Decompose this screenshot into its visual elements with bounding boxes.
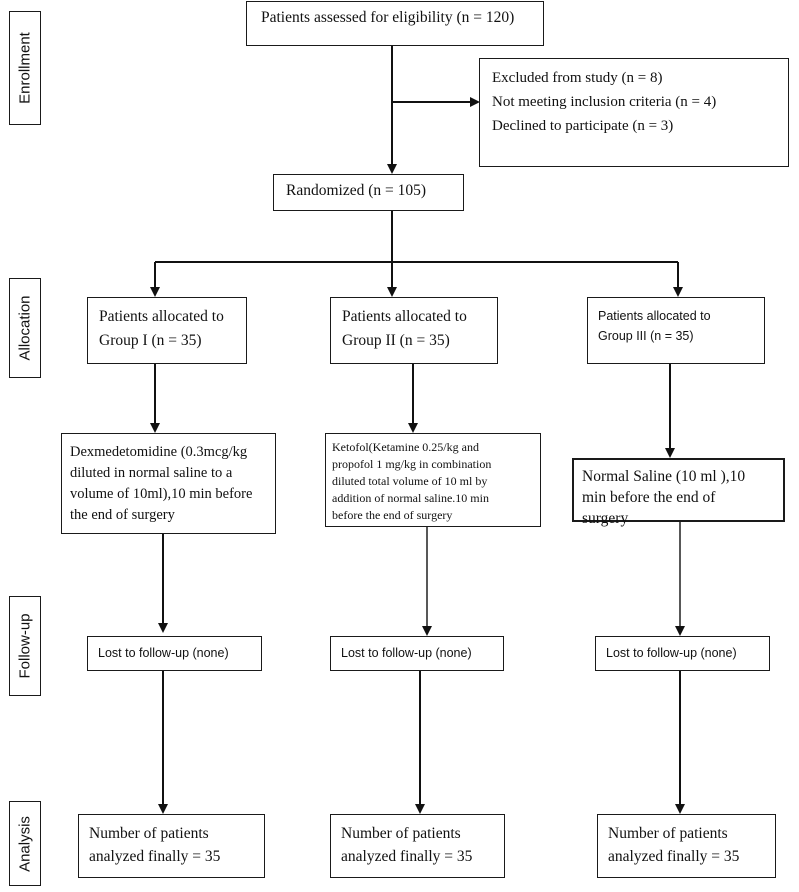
- group2-allocated-box: Patients allocated to Group II (n = 35): [330, 297, 498, 364]
- group2-intervention-box: Ketofol(Ketamine 0.25/kg and propofol 1 …: [325, 433, 541, 527]
- stage-analysis-label: Analysis: [16, 815, 34, 872]
- assessed-box: Patients assessed for eligibility (n = 1…: [246, 1, 544, 46]
- group1-allocated-line1: Patients allocated to: [99, 308, 224, 325]
- group3-lost-text: Lost to follow-up (none): [606, 646, 737, 660]
- group2-analyzed-box: Number of patients analyzed finally = 35: [330, 814, 505, 878]
- group3-analyzed-line2: analyzed finally = 35: [608, 848, 740, 865]
- group1-intervention-line2: diluted in normal saline to a: [70, 465, 233, 481]
- group1-intervention-line1: Dexmedetomidine (0.3mcg/kg: [70, 444, 248, 460]
- group2-analyzed-line1: Number of patients: [341, 825, 461, 842]
- group1-intervention-box: Dexmedetomidine (0.3mcg/kg diluted in no…: [61, 433, 276, 534]
- group3-allocated-line1: Patients allocated to: [598, 309, 711, 323]
- group1-intervention-line3: volume of 10ml),10 min before: [70, 486, 253, 502]
- group1-analyzed-line2: analyzed finally = 35: [89, 848, 221, 865]
- group3-intervention-line1: Normal Saline (10 ml ),10: [582, 468, 746, 485]
- group2-intervention-line4: addition of normal saline.10 min: [332, 491, 489, 505]
- stage-follow-up: Follow-up: [9, 596, 41, 696]
- stage-allocation: Allocation: [9, 278, 41, 378]
- excluded-total: Excluded from study (n = 8): [492, 70, 663, 86]
- group3-analyzed-box: Number of patients analyzed finally = 35: [597, 814, 776, 878]
- group2-allocated-line2: Group II (n = 35): [342, 332, 450, 349]
- group2-lost-box: Lost to follow-up (none): [330, 636, 504, 671]
- group2-allocated-line1: Patients allocated to: [342, 308, 467, 325]
- stage-enrollment-label: Enrollment: [16, 32, 34, 104]
- group2-analyzed-line2: analyzed finally = 35: [341, 848, 473, 865]
- group3-allocated-box: Patients allocated to Group III (n = 35): [587, 297, 765, 364]
- excluded-box: Excluded from study (n = 8) Not meeting …: [479, 58, 789, 167]
- stage-analysis: Analysis: [9, 801, 41, 886]
- randomized-text: Randomized (n = 105): [286, 182, 427, 199]
- group2-intervention-line5: before the end of surgery: [332, 508, 453, 522]
- assessed-text: Patients assessed for eligibility (n = 1…: [261, 9, 515, 26]
- group2-intervention-line2: propofol 1 mg/kg in combination: [332, 457, 492, 471]
- group1-lost-text: Lost to follow-up (none): [98, 646, 229, 660]
- group1-analyzed-box: Number of patients analyzed finally = 35: [78, 814, 265, 878]
- stage-allocation-label: Allocation: [16, 295, 34, 361]
- group3-intervention-line3: surgery: [582, 510, 629, 527]
- group3-analyzed-line1: Number of patients: [608, 825, 728, 842]
- group1-allocated-line2: Group I (n = 35): [99, 332, 202, 349]
- group1-analyzed-line1: Number of patients: [89, 825, 209, 842]
- group1-allocated-box: Patients allocated to Group I (n = 35): [87, 297, 247, 364]
- stage-enrollment: Enrollment: [9, 11, 41, 125]
- group2-intervention-line1: Ketofol(Ketamine 0.25/kg and: [332, 440, 479, 454]
- group3-allocated-line2: Group III (n = 35): [598, 329, 694, 343]
- group3-intervention-box: Normal Saline (10 ml ),10 min before the…: [572, 458, 785, 527]
- group1-intervention-line4: the end of surgery: [70, 507, 175, 523]
- randomized-box: Randomized (n = 105): [273, 174, 464, 211]
- excluded-not-meeting-criteria: Not meeting inclusion criteria (n = 4): [492, 94, 717, 110]
- group3-lost-box: Lost to follow-up (none): [595, 636, 770, 671]
- excluded-declined: Declined to participate (n = 3): [492, 118, 674, 134]
- group2-intervention-line3: diluted total volume of 10 ml by: [332, 474, 488, 488]
- stage-follow-up-label: Follow-up: [16, 613, 34, 679]
- group3-intervention-line2: min before the end of: [582, 489, 716, 506]
- group2-lost-text: Lost to follow-up (none): [341, 646, 472, 660]
- group1-lost-box: Lost to follow-up (none): [87, 636, 262, 671]
